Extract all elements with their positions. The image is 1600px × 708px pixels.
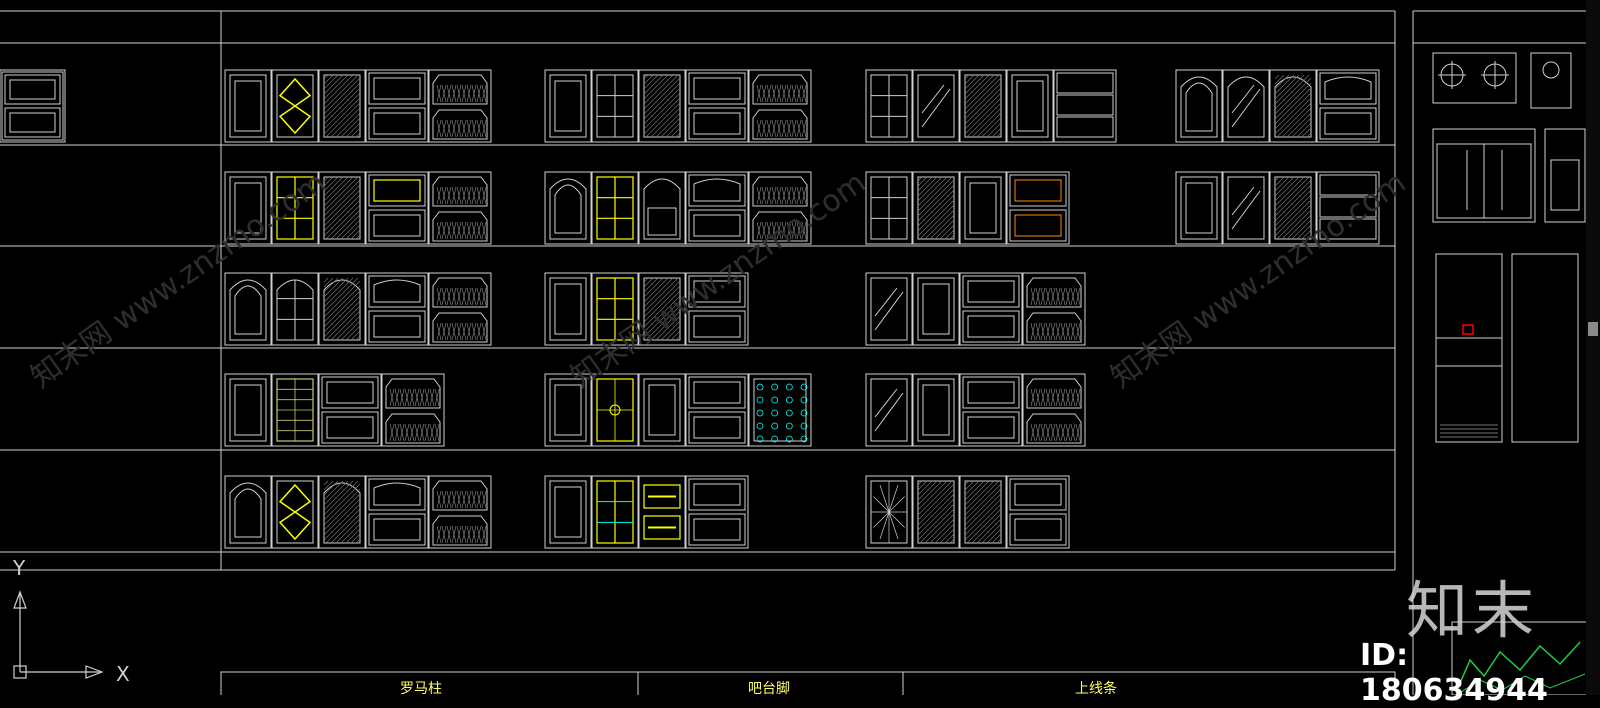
cabinet-group xyxy=(224,171,492,245)
footer-label-roman-column: 罗马柱 xyxy=(400,681,442,697)
vertical-scrollbar[interactable] xyxy=(1586,0,1600,695)
footer-label-bar-leg: 吧台脚 xyxy=(748,681,790,697)
cabinet-group xyxy=(224,373,445,447)
cabinet-group xyxy=(224,475,492,549)
drawing-frame xyxy=(0,10,1600,695)
footer-label-top-molding: 上线条 xyxy=(1075,681,1117,697)
cabinet-group xyxy=(0,69,66,143)
cabinet-group xyxy=(1175,69,1380,143)
cabinet-group xyxy=(865,69,1117,143)
cabinet-group xyxy=(544,69,812,143)
scrollbar-thumb[interactable] xyxy=(1588,322,1598,336)
znzmo-logo: 知末 xyxy=(1406,574,1539,647)
cabinet-group xyxy=(1175,171,1380,245)
x-axis-label: X xyxy=(116,662,130,686)
cabinet-group xyxy=(865,171,1070,245)
marker xyxy=(1462,324,1474,335)
cabinet-group xyxy=(544,272,749,346)
cabinet-group xyxy=(544,475,749,549)
cabinet-group xyxy=(865,373,1086,447)
cabinet-group xyxy=(544,373,812,447)
y-axis-label: Y xyxy=(13,556,26,580)
cabinet-group xyxy=(865,272,1086,346)
ucs-axis-icon xyxy=(13,590,104,679)
cabinet-group xyxy=(224,69,492,143)
cabinet-elevations xyxy=(0,69,1380,549)
cabinet-group xyxy=(865,475,1070,549)
cabinet-group xyxy=(224,272,492,346)
cabinet-group xyxy=(544,171,812,245)
asset-id: ID: 180634944 xyxy=(1360,638,1548,708)
